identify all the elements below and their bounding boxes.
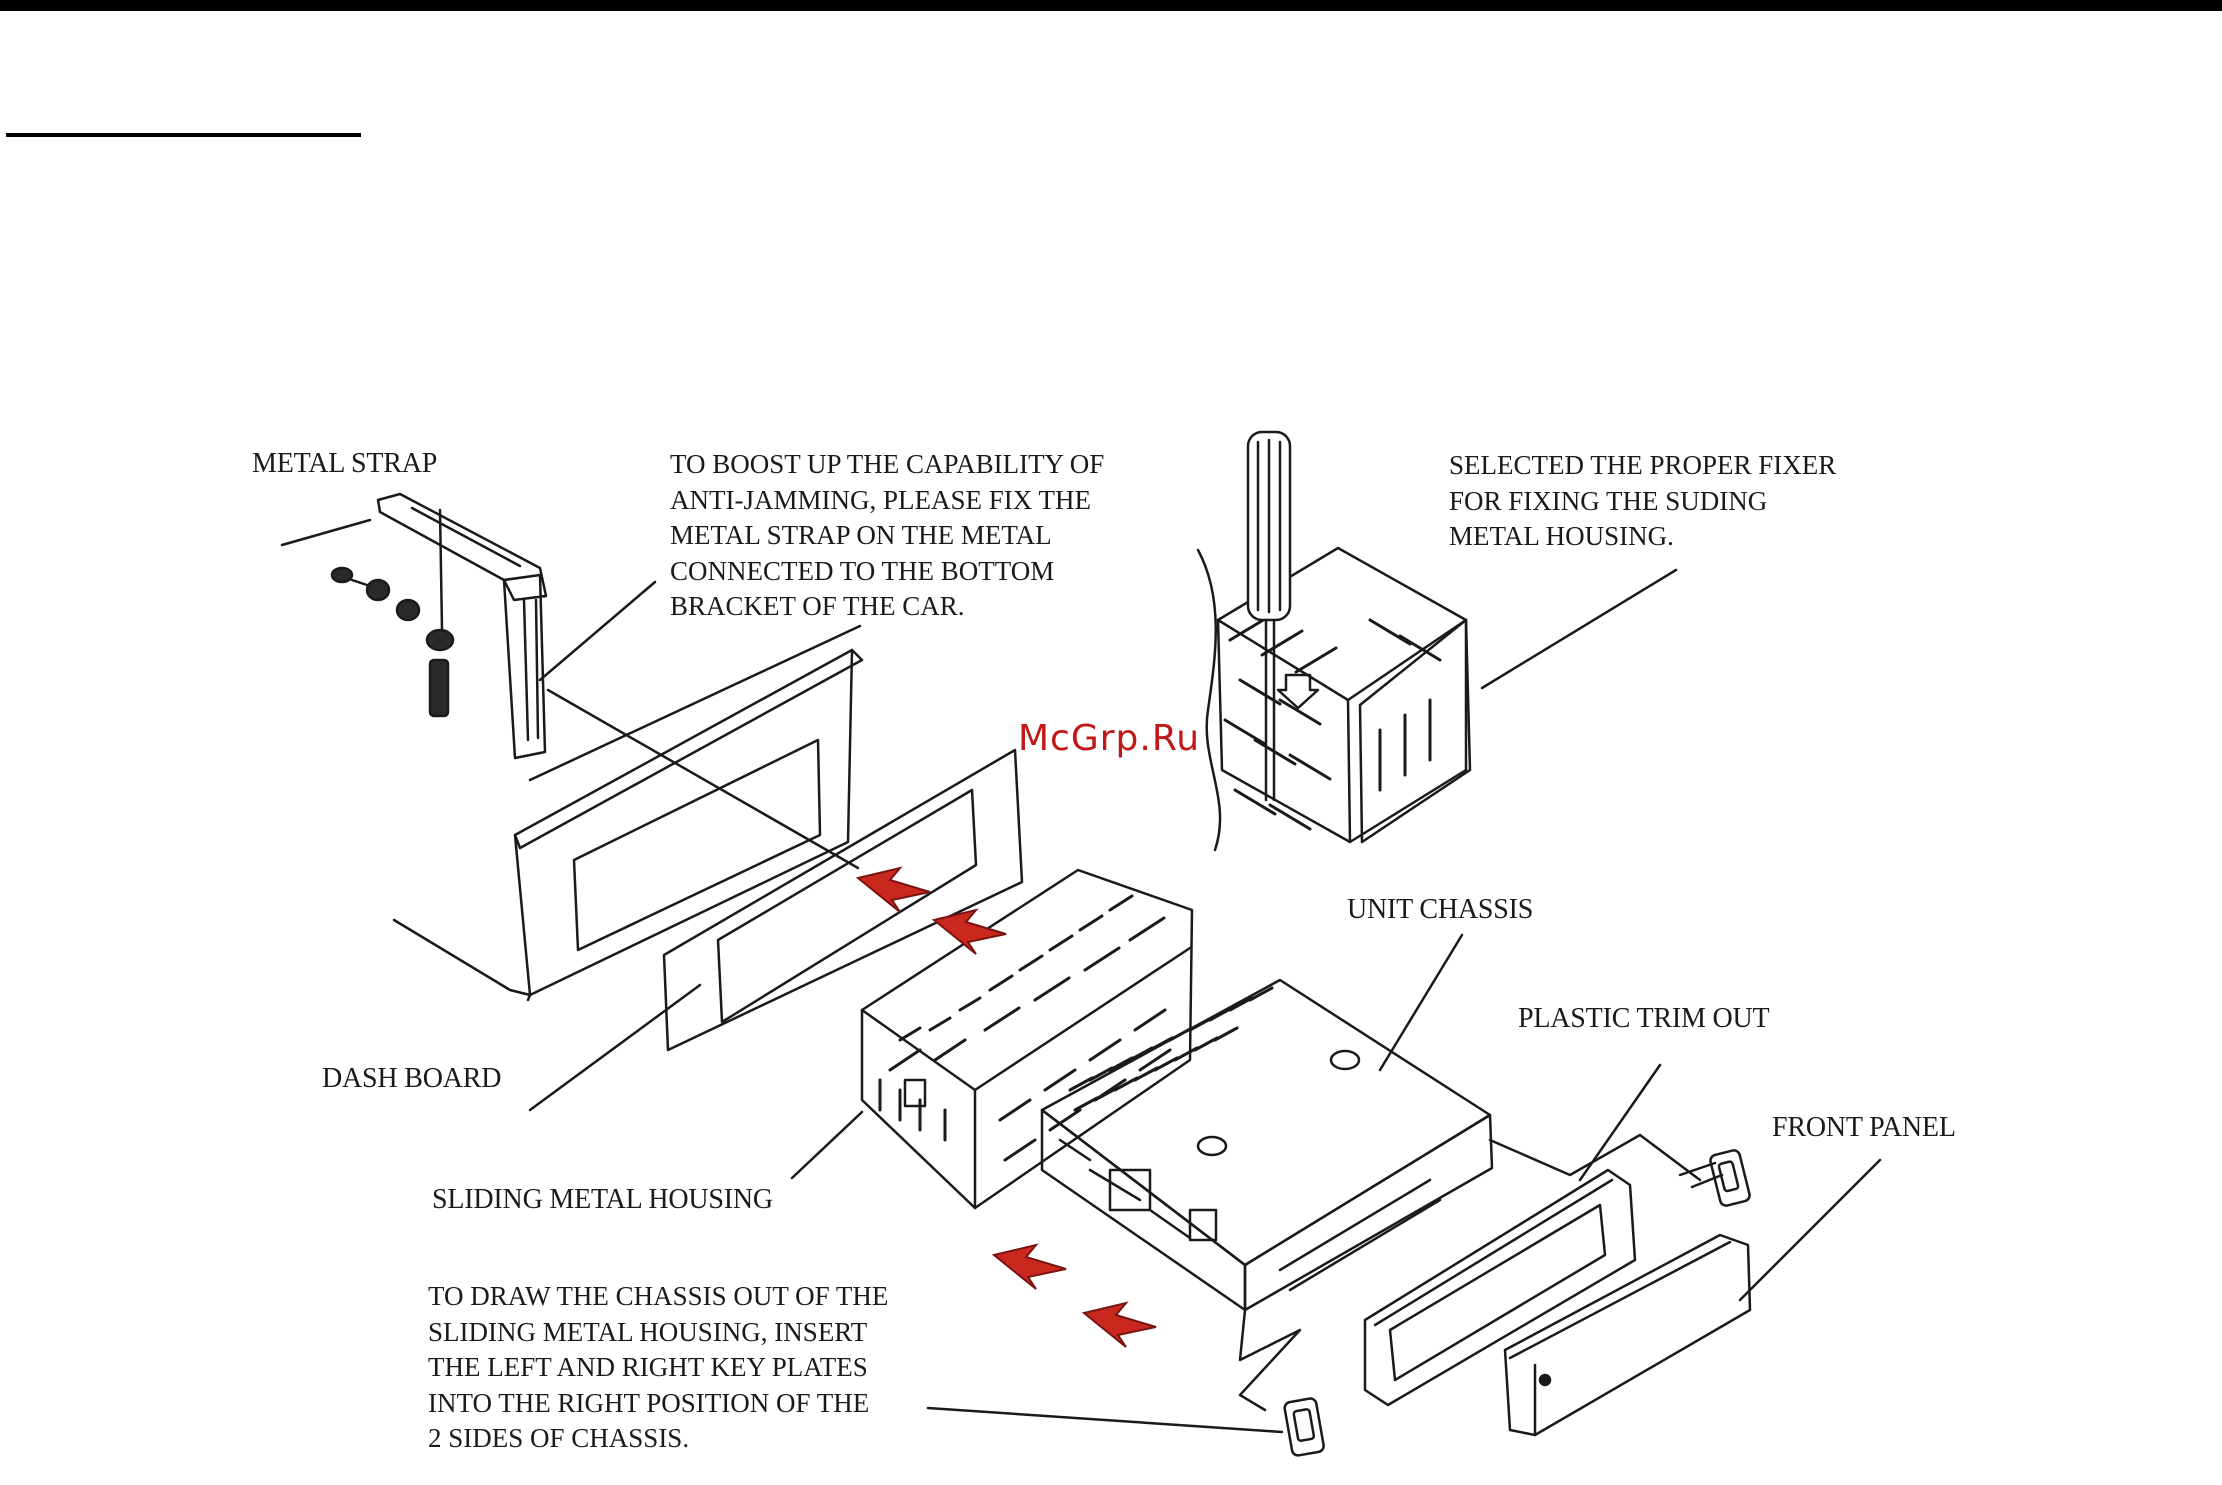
insertion-arrows <box>855 866 1157 1348</box>
note-line: SLIDING METAL HOUSING, INSERT <box>428 1316 868 1347</box>
arrow-3 <box>991 1243 1067 1290</box>
title-underline <box>6 133 361 137</box>
key-plate-left <box>1283 1397 1325 1457</box>
watermark: McGrp.Ru <box>1018 718 1201 759</box>
label-sliding-metal-housing: SLIDING METAL HOUSING <box>432 1184 773 1215</box>
sliding-metal-housing <box>860 868 1194 1210</box>
arrow-4 <box>1081 1301 1157 1348</box>
metal-strap <box>376 492 548 760</box>
label-dash-board: DASH BOARD <box>322 1063 502 1094</box>
front-panel <box>1503 1233 1752 1437</box>
trim-plate <box>662 748 1024 1052</box>
dash-board <box>392 624 864 1002</box>
note-line: 2 SIDES OF CHASSIS. <box>428 1423 690 1453</box>
label-plastic-trim-out: PLASTIC TRIM OUT <box>1518 1003 1770 1034</box>
metal-strap-leader <box>280 518 372 547</box>
plastic-trim-leader <box>1578 1063 1662 1182</box>
front-panel-leader <box>1738 1158 1882 1302</box>
arrow-2 <box>931 908 1007 955</box>
note-line: TO BOOST UP THE CAPABILITY OF <box>670 449 1105 479</box>
note-draw-chassis: TO DRAW THE CHASSIS OUT OF THE SLIDING M… <box>428 1279 888 1457</box>
label-front-panel: FRONT PANEL <box>1772 1112 1956 1143</box>
key-plate-right <box>1678 1149 1751 1207</box>
note-line: INTO THE RIGHT POSITION OF THE <box>428 1387 870 1418</box>
arrow-1 <box>855 866 931 913</box>
note-line: THE LEFT AND RIGHT KEY PLATES <box>428 1352 868 1382</box>
draw-chassis-leader <box>926 1406 1284 1434</box>
sliding-housing-detail <box>1196 430 1472 852</box>
label-metal-strap: METAL STRAP <box>252 448 438 479</box>
note-line: METAL HOUSING. <box>1449 521 1674 551</box>
note-line: CONNECTED TO THE BOTTOM <box>670 555 1055 586</box>
top-border-bar <box>0 0 2222 11</box>
note-line: FOR FIXING THE SUDING <box>1449 485 1768 516</box>
note-line: TO DRAW THE CHASSIS OUT OF THE <box>428 1281 889 1311</box>
dash-board-leader <box>528 983 702 1112</box>
unit-chassis-leader <box>1378 933 1464 1072</box>
fixer-leader <box>1480 568 1678 690</box>
note-line: ANTI-JAMMING, PLEASE FIX THE <box>670 484 1091 515</box>
screw-set <box>330 566 455 718</box>
label-unit-chassis: UNIT CHASSIS <box>1347 894 1534 925</box>
note-fixer: SELECTED THE PROPER FIXER FOR FIXING THE… <box>1449 448 1836 555</box>
note-anti-jamming: TO BOOST UP THE CAPABILITY OF ANTI-JAMMI… <box>670 447 1104 625</box>
note-line: SELECTED THE PROPER FIXER <box>1449 450 1837 480</box>
plastic-trim-out <box>1363 1168 1637 1407</box>
unit-chassis <box>1040 978 1494 1312</box>
note-line: BRACKET OF THE CAR. <box>670 591 965 621</box>
note-line: METAL STRAP ON THE METAL <box>670 520 1052 550</box>
sliding-housing-leader <box>790 1110 864 1180</box>
anti-jamming-leader <box>538 580 657 682</box>
